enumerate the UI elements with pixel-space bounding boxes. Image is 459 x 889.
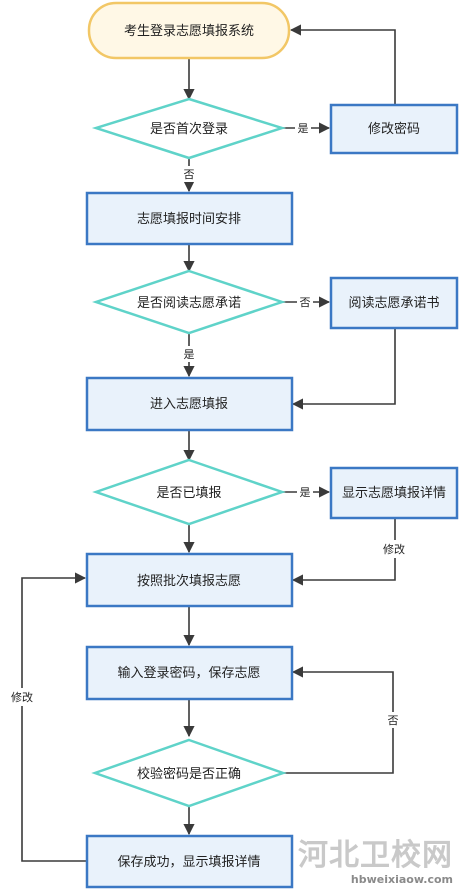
edge-label-save-modify: 修改 (11, 690, 33, 704)
watermark-title: 河北卫校网 (298, 838, 453, 873)
decision-already-filled: 是否已填报 (92, 458, 286, 526)
watermark: 河北卫校网 hbweixiaow.com (298, 838, 453, 886)
process-show-details-label: 显示志愿填报详情 (342, 486, 446, 501)
process-change-password: 修改密码 (329, 103, 459, 155)
edge-label-read-no: 否 (300, 296, 311, 309)
edge-label-first-login-yes: 是 (298, 122, 309, 135)
process-enter-fill: 进入志愿填报 (85, 376, 294, 432)
arrow-read-to-enter-fill (291, 328, 396, 410)
process-save-success: 保存成功，显示填报详情 (85, 834, 294, 889)
edge-label-verify-no: 否 (388, 714, 399, 727)
process-change-password-label: 修改密码 (368, 121, 420, 137)
arrow-show-details-to-fill-batch (291, 518, 396, 586)
connectors (21, 24, 396, 862)
process-enter-password-save-label: 输入登录密码，保存志愿 (117, 665, 260, 681)
process-read-commitment-label: 阅读志愿承诺书 (348, 296, 439, 311)
process-show-details: 显示志愿填报详情 (329, 466, 459, 520)
edge-label-first-login-no: 否 (184, 168, 195, 181)
process-enter-fill-label: 进入志愿填报 (150, 397, 228, 412)
process-schedule: 志愿填报时间安排 (85, 191, 294, 246)
start-node: 考生登录志愿填报系统 (87, 1, 291, 60)
decision-verify-password-label: 校验密码是否正确 (137, 766, 241, 782)
decision-verify-password: 校验密码是否正确 (91, 738, 287, 808)
edge-label-filled-yes: 是 (300, 486, 311, 499)
edge-label-read-yes: 是 (184, 348, 195, 361)
process-enter-password-save: 输入登录密码，保存志愿 (85, 645, 294, 701)
decision-read-commitment-label: 是否阅读志愿承诺 (137, 296, 241, 311)
decision-already-filled-label: 是否已填报 (156, 486, 221, 501)
process-schedule-label: 志愿填报时间安排 (137, 212, 241, 227)
decision-first-login-label: 是否首次登录 (150, 121, 228, 137)
process-save-success-label: 保存成功，显示填报详情 (117, 855, 260, 870)
arrow-change-password-to-start (289, 24, 396, 105)
start-node-label: 考生登录志愿填报系统 (124, 24, 254, 39)
process-fill-by-batch: 按照批次填报志愿 (85, 552, 294, 608)
process-read-commitment: 阅读志愿承诺书 (329, 276, 459, 330)
process-fill-by-batch-label: 按照批次填报志愿 (137, 573, 241, 589)
decision-first-login: 是否首次登录 (91, 97, 287, 160)
arrow-verify-to-enter-password (283, 666, 394, 774)
watermark-url: hbweixiaow.com (351, 873, 453, 886)
arrow-save-to-fill-batch (21, 572, 87, 862)
edge-labels: 是 否 否 是 是 修改 否 修改 (6, 120, 410, 728)
edge-label-show-details-modify: 修改 (383, 542, 405, 556)
decision-read-commitment: 是否阅读志愿承诺 (92, 269, 286, 335)
